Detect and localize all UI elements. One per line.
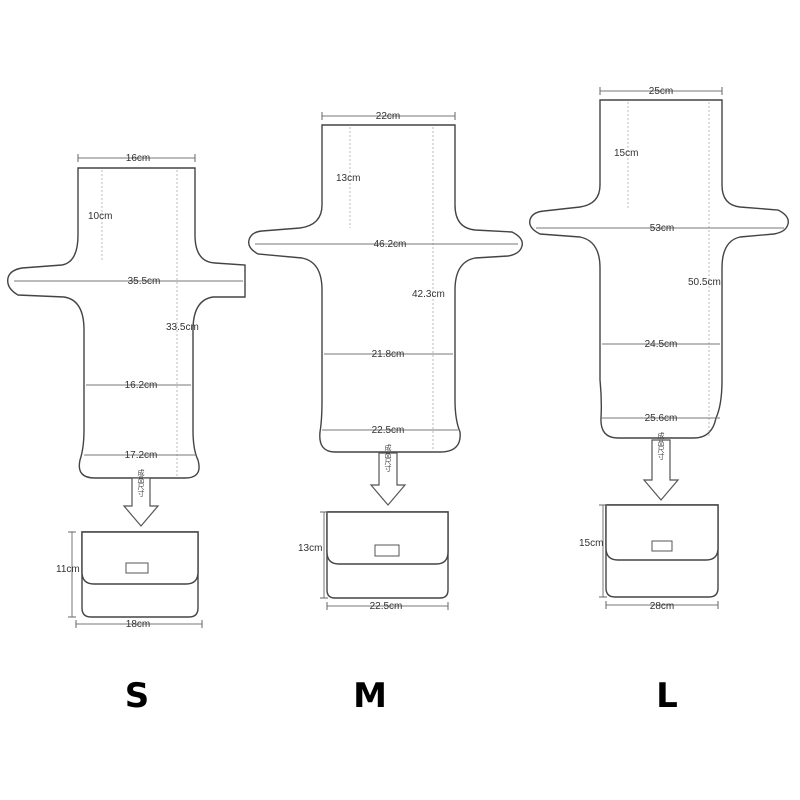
size-l-bag-width: 28cm [650, 601, 674, 612]
size-l-total-height: 50.5cm [688, 277, 721, 288]
size-m-arrow-text: 成品尺寸 [384, 443, 392, 472]
size-l-arm-span: 53cm [650, 223, 674, 234]
size-l-label: L [656, 676, 678, 716]
size-s-bag-height: 11cm [56, 564, 80, 575]
size-m-arm-span: 46.2cm [374, 239, 407, 250]
size-m-label: M [353, 676, 387, 716]
size-m-top-width: 22cm [376, 111, 400, 122]
size-s-total-height: 33.5cm [166, 322, 199, 333]
size-m-arrow [369, 452, 407, 506]
size-l-mid-width: 24.5cm [645, 339, 678, 350]
size-s-arrow [122, 477, 160, 527]
size-l-bottom-width: 25.6cm [645, 413, 678, 424]
size-m-bag-tab [374, 544, 400, 557]
size-m-diagram: 22cm 13cm 46.2cm 42.3cm 21.8cm 22.5cm 成品… [248, 111, 523, 716]
size-s-bag-width: 18cm [126, 619, 150, 630]
size-m-bag-flap [326, 511, 449, 565]
size-s-bag-flap [81, 531, 199, 585]
size-m-bag-height: 13cm [298, 543, 322, 554]
size-l-neck-height: 15cm [614, 148, 638, 159]
size-m-bag-width: 22.5cm [370, 601, 403, 612]
size-l-top-width: 25cm [649, 86, 673, 97]
size-l-diagram: 25cm 15cm 53cm 50.5cm 24.5cm 25.6cm 成品尺寸… [529, 86, 789, 716]
size-s-bottom-width: 17.2cm [125, 450, 158, 461]
size-s-top-width: 16cm [126, 153, 150, 164]
size-s-bag-tab [125, 562, 149, 574]
size-l-bag-flap [605, 504, 719, 561]
size-m-bottom-width: 22.5cm [372, 425, 405, 436]
size-m-neck-height: 13cm [336, 173, 360, 184]
size-s-neck-height: 10cm [88, 211, 112, 222]
size-m-garment-outline [248, 124, 523, 453]
size-s-arrow-text: 成品尺寸 [137, 468, 145, 497]
size-l-bag-height: 15cm [579, 538, 603, 549]
size-s-diagram: 16cm 10cm 35.5cm 33.5cm 16.2cm 17.2cm 成品… [7, 153, 246, 716]
size-l-garment-outline [529, 99, 789, 439]
size-l-arrow [642, 439, 680, 501]
size-s-garment-outline [7, 167, 246, 479]
size-m-mid-width: 21.8cm [372, 349, 405, 360]
size-l-bag-tab [651, 540, 673, 552]
size-s-mid-width: 16.2cm [125, 380, 158, 391]
size-s-label: S [125, 676, 150, 716]
size-s-arm-span: 35.5cm [128, 276, 161, 287]
size-l-arrow-text: 成品尺寸 [657, 431, 665, 460]
size-m-total-height: 42.3cm [412, 289, 445, 300]
